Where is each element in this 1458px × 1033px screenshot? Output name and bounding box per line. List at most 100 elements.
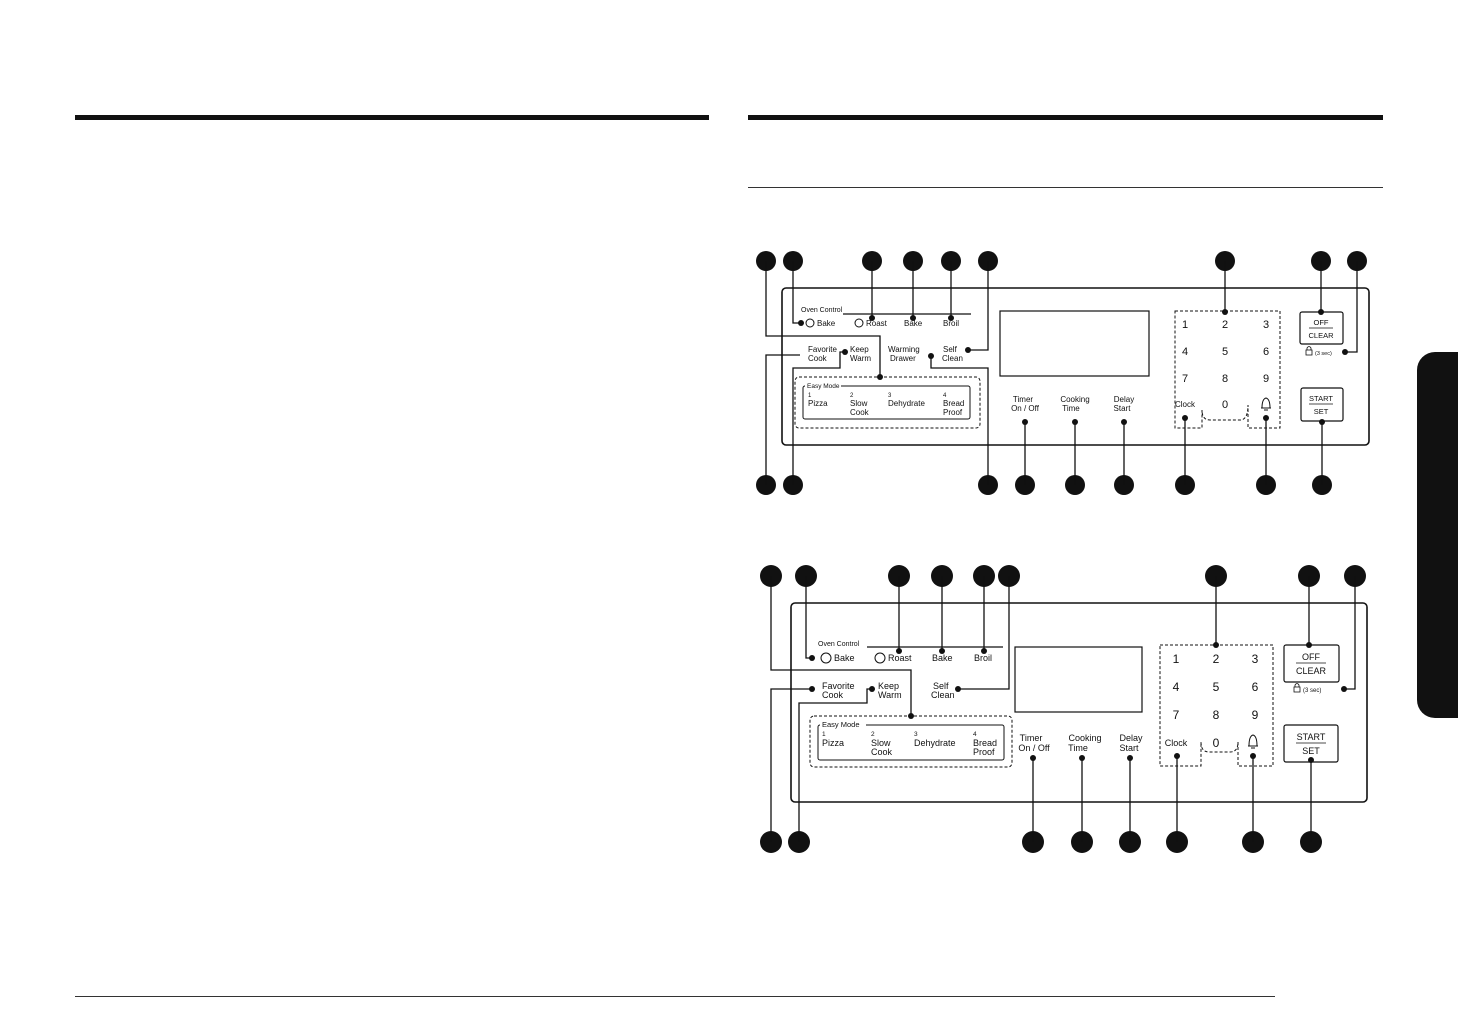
panel-1-bake-button[interactable]: Bake — [904, 319, 923, 328]
panel-1-clock-button[interactable]: Clock — [1175, 400, 1196, 409]
panel-2-clear-label: CLEAR — [1296, 666, 1327, 676]
panel-1-bake-fan-label: Bake — [817, 319, 836, 328]
panel-2-start-label-btn: START — [1297, 732, 1326, 742]
panel-1-easy-bread-proof-button[interactable]: 4 Bread Proof — [943, 393, 964, 417]
panel-1-self-label: Self — [943, 345, 958, 354]
panel-1-bake-fan-button[interactable]: Bake — [805, 318, 836, 328]
panel-2-bake-fan-button[interactable]: Bake — [820, 652, 855, 664]
panel-1-warming-label: Warming — [888, 345, 920, 354]
panel-1-favorite-cook-button[interactable]: Favorite Cook — [808, 345, 837, 363]
panel-1-time-label: Time — [1062, 404, 1080, 413]
panel-1-easy-num-1: 1 — [808, 393, 812, 399]
panel-2-key-9[interactable]: 9 — [1252, 708, 1259, 722]
panel-1-leader-lines — [765, 261, 1358, 485]
panel-2-set-label: SET — [1302, 746, 1320, 756]
panel-2-keep-label: Keep — [878, 681, 899, 691]
panel-1-key-2[interactable]: 2 — [1222, 319, 1228, 331]
bell-icon[interactable] — [1248, 734, 1258, 749]
panel-2-delay-start-button[interactable]: Delay Start — [1119, 733, 1143, 753]
panel-1-drawer-label: Drawer — [890, 354, 916, 363]
panel-1-key-8[interactable]: 8 — [1222, 373, 1228, 385]
panel-1-easy-num-4: 4 — [943, 393, 947, 399]
panel-1-easy-slow-cook-button[interactable]: 2 Slow Cook — [850, 393, 870, 417]
panel-2-clock-button[interactable]: Clock — [1165, 738, 1188, 748]
panel-1-cook-label: Cook — [808, 354, 828, 363]
panel-2-keep-warm-button[interactable]: Keep Warm — [878, 681, 902, 700]
panel-2-bake-button[interactable]: Bake — [932, 653, 953, 663]
bell-icon[interactable] — [1261, 397, 1271, 411]
section-side-tab — [1417, 352, 1458, 718]
right-header-rule — [748, 115, 1383, 120]
panel-1-off-clear-button[interactable]: OFF CLEAR — [1299, 311, 1344, 345]
panel-1-cooking-time-button[interactable]: Cooking Time — [1060, 395, 1089, 413]
panel-2-easy-mode-dashed-box — [809, 715, 1013, 768]
panel-2-clean-label: Clean — [931, 690, 955, 700]
panel-2-timer-button[interactable]: Timer On / Off — [1018, 733, 1050, 753]
panel-1-start-set-button[interactable]: START SET — [1300, 387, 1344, 422]
panel-2-key-7[interactable]: 7 — [1173, 708, 1180, 722]
panel-2-key-1[interactable]: 1 — [1173, 652, 1180, 666]
panel-2-roast-button[interactable]: Roast — [874, 652, 912, 664]
panel-1-timer-label: Timer — [1013, 395, 1033, 404]
panel-2-key-5[interactable]: 5 — [1213, 680, 1220, 694]
convection-fan-icon — [874, 652, 886, 664]
panel-1-broil-button[interactable]: Broil — [943, 319, 959, 328]
panel-2-start-set-button[interactable]: START SET — [1283, 724, 1339, 763]
convection-fan-icon — [854, 318, 864, 328]
panel-1-easy-pizza-button[interactable]: 1 Pizza — [808, 393, 828, 408]
panel-1-favorite-label: Favorite — [808, 345, 837, 354]
panel-2-favorite-cook-button[interactable]: Favorite Cook — [822, 681, 855, 700]
panel-1-callouts-bottom — [756, 475, 1332, 495]
panel-2-bake-fan-label: Bake — [834, 653, 855, 663]
panel-2-easy-pizza-button[interactable]: 1 Pizza — [822, 731, 844, 748]
panel-1-keep-label: Keep — [850, 345, 869, 354]
panel-2-leader-lines — [770, 576, 1356, 842]
panel-1-roast-button[interactable]: Roast — [854, 318, 888, 328]
panel-1-easy-cook-label: Cook — [850, 408, 870, 417]
panel-2-cooking-time-button[interactable]: Cooking Time — [1068, 733, 1101, 753]
panel-2-broil-button[interactable]: Broil — [974, 653, 992, 663]
panel-2-easy-bread-proof-button[interactable]: 4 Bread Proof — [973, 731, 997, 757]
panel-2-key-6[interactable]: 6 — [1252, 680, 1259, 694]
panel-2-key-2[interactable]: 2 — [1213, 652, 1220, 666]
panel-1-key-1[interactable]: 1 — [1182, 319, 1188, 331]
panel-2-key-3[interactable]: 3 — [1252, 652, 1259, 666]
panel-2-easy-slow-cook-button[interactable]: 2 Slow Cook — [871, 731, 893, 757]
panel-1-cooking-label: Cooking — [1060, 395, 1089, 404]
panel-2-off-clear-button[interactable]: OFF CLEAR — [1283, 644, 1340, 683]
panel-2-easy-dehydrate-button[interactable]: 3 Dehydrate — [914, 731, 956, 748]
panel-1-lock-hint: (3 sec) — [1315, 351, 1332, 357]
panel-1-key-4[interactable]: 4 — [1182, 346, 1188, 358]
panel-1-easy-num-3: 3 — [888, 393, 892, 399]
panel-1-start-label: Start — [1114, 404, 1132, 413]
panel-2-start-label: Start — [1119, 743, 1139, 753]
panel-1-timer-button[interactable]: Timer On / Off — [1011, 395, 1040, 413]
panel-2-easy-mode-label: Easy Mode — [822, 720, 860, 729]
panel-2-timer-label: Timer — [1020, 733, 1043, 743]
panel-2-key-0[interactable]: 0 — [1213, 736, 1220, 750]
panel-1-key-7[interactable]: 7 — [1182, 373, 1188, 385]
panel-2-keypad: 1 2 3 4 5 6 7 8 9 0 — [1173, 652, 1259, 750]
panel-1-key-9[interactable]: 9 — [1263, 373, 1269, 385]
panel-1-keep-warm-button[interactable]: Keep Warm — [850, 345, 871, 363]
panel-2-onoff-label: On / Off — [1018, 743, 1050, 753]
panel-2-key-8[interactable]: 8 — [1213, 708, 1220, 722]
panel-1-warming-drawer-button[interactable]: Warming Drawer — [888, 345, 920, 363]
panel-1-key-5[interactable]: 5 — [1222, 346, 1228, 358]
panel-1-delay-start-button[interactable]: Delay Start — [1114, 395, 1135, 413]
panel-1-key-6[interactable]: 6 — [1263, 346, 1269, 358]
panel-1-self-clean-button[interactable]: Self Clean — [942, 345, 963, 363]
panel-1-key-0[interactable]: 0 — [1222, 399, 1228, 411]
panel-1-easy-dehydrate-button[interactable]: 3 Dehydrate — [888, 393, 925, 408]
panel-2-self-clean-button[interactable]: Self Clean — [931, 681, 955, 700]
panel-2-warm-label: Warm — [878, 690, 902, 700]
panel-1-key-3[interactable]: 3 — [1263, 319, 1269, 331]
panel-1-delay-label: Delay — [1114, 395, 1134, 404]
panel-2-time-label: Time — [1068, 743, 1088, 753]
right-subheader-rule — [748, 187, 1383, 188]
panel-2-key-4[interactable]: 4 — [1173, 680, 1180, 694]
panel-1-warm-label: Warm — [850, 354, 871, 363]
panel-2-outline — [790, 602, 1368, 803]
panel-2-delay-label: Delay — [1119, 733, 1143, 743]
